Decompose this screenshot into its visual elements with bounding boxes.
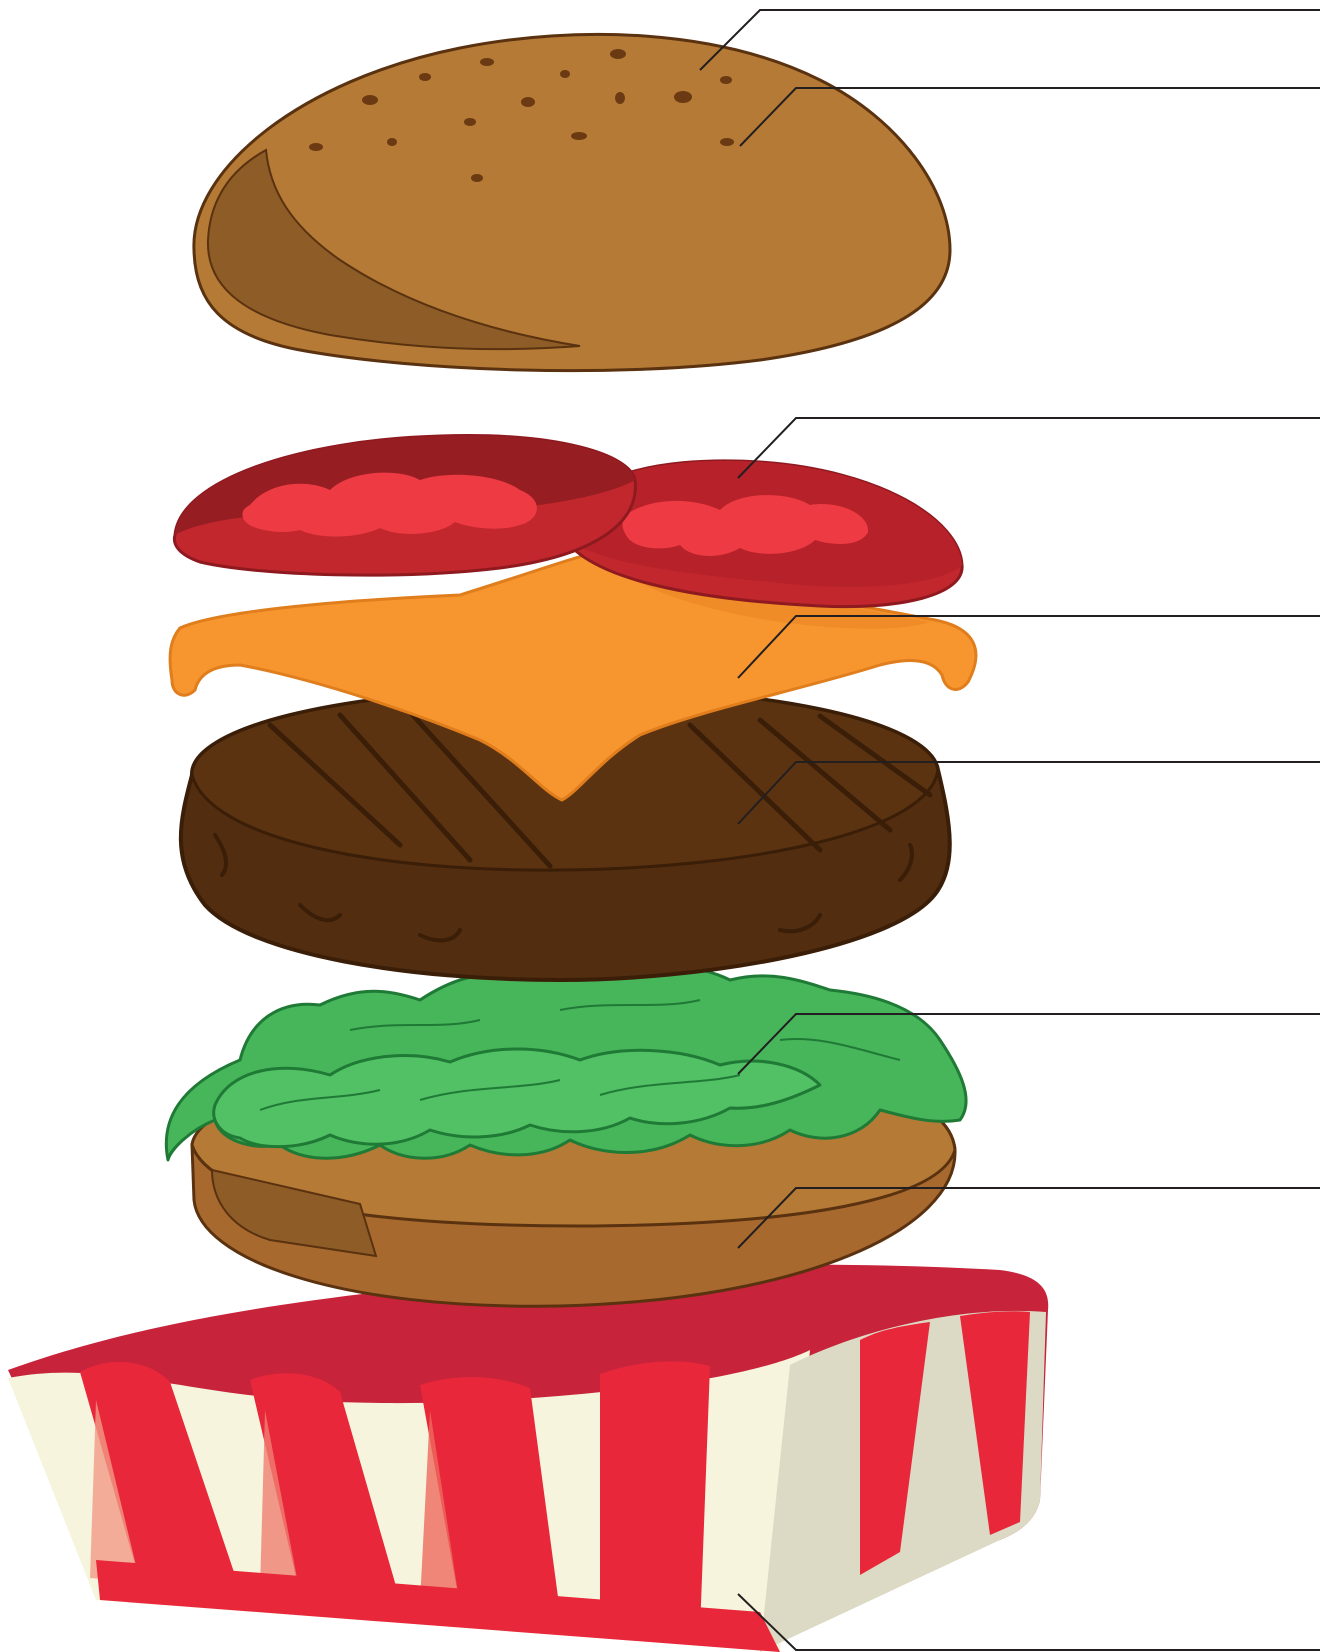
leader-line-tomato bbox=[738, 418, 1320, 478]
leader-line-top-bun bbox=[700, 10, 1320, 70]
top-bun bbox=[194, 34, 950, 370]
tomato-slice-left bbox=[174, 436, 635, 576]
wrapper bbox=[8, 1265, 1048, 1652]
lettuce bbox=[166, 964, 966, 1160]
